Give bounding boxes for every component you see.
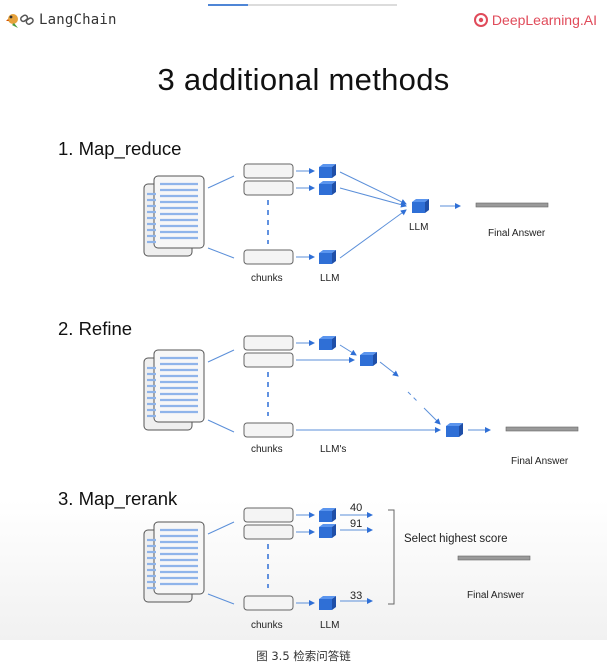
chunks-label: chunks	[251, 444, 283, 455]
chunks-label: chunks	[251, 620, 283, 631]
llm-cube-icon	[319, 596, 336, 610]
llm-label: LLM	[320, 620, 340, 631]
progress-indicator	[208, 4, 248, 6]
chunk-box	[243, 507, 294, 523]
langchain-logo: LangChain	[6, 9, 117, 31]
llm-cube-icon	[319, 250, 336, 264]
document-stack-icon	[142, 520, 206, 604]
map-reduce-diagram	[142, 163, 549, 265]
figure-caption: 图 3.5 检索问答链	[256, 649, 351, 663]
document-stack-icon	[142, 174, 206, 258]
slide: LangChain DeepLearning.AI 3 additional m…	[0, 0, 607, 640]
final-answer-label: Final Answer	[488, 228, 546, 239]
score-label: 33	[350, 590, 363, 602]
llm-cube-icon	[446, 423, 463, 437]
chunk-box	[243, 335, 294, 351]
map-rerank-diagram	[142, 507, 531, 611]
llms-label: LLM's	[320, 444, 347, 455]
bracket	[388, 509, 395, 605]
chunks-label: chunks	[251, 273, 283, 284]
llm-cube-icon	[319, 524, 336, 538]
deeplearning-icon	[473, 13, 488, 27]
final-answer-bar	[457, 555, 531, 561]
parrot-chain-icon	[6, 14, 34, 28]
method-title-map-rerank: 3. Map_rerank	[58, 488, 178, 509]
score-label: 40	[350, 502, 363, 514]
chunk-box	[243, 180, 294, 196]
slide-title: 3 additional methods	[157, 62, 450, 97]
chunk-box	[243, 163, 294, 179]
final-answer-label: Final Answer	[511, 456, 569, 467]
method-title-map-reduce: 1. Map_reduce	[58, 138, 182, 159]
deeplearning-logo-text: DeepLearning.AI	[491, 12, 597, 28]
refine-diagram	[142, 335, 579, 438]
llm-cube-icon	[319, 181, 336, 195]
chunk-box	[243, 249, 294, 265]
score-label: 91	[350, 518, 363, 530]
chunk-box	[243, 595, 294, 611]
document-stack-icon	[142, 348, 206, 432]
select-highest-score-label: Select highest score	[404, 533, 508, 545]
final-answer-bar	[475, 202, 549, 208]
final-answer-bar	[505, 426, 579, 432]
chunk-box	[243, 524, 294, 540]
llm-cube-icon	[319, 508, 336, 522]
chunk-box	[243, 422, 294, 438]
final-answer-label: Final Answer	[467, 590, 525, 601]
method-title-refine: 2. Refine	[58, 318, 133, 339]
llm-cube-icon	[319, 336, 336, 350]
chunk-box	[243, 352, 294, 368]
llm-cube-icon	[319, 164, 336, 178]
llm-label: LLM	[320, 273, 340, 284]
langchain-logo-text: LangChain	[39, 12, 117, 28]
progress-track	[208, 4, 397, 6]
llm-cube-icon	[360, 352, 377, 366]
methods-diagram	[142, 163, 579, 611]
llm-cube-icon	[412, 199, 429, 213]
deeplearning-logo: DeepLearning.AI	[473, 9, 597, 31]
llm-label: LLM	[409, 222, 429, 233]
